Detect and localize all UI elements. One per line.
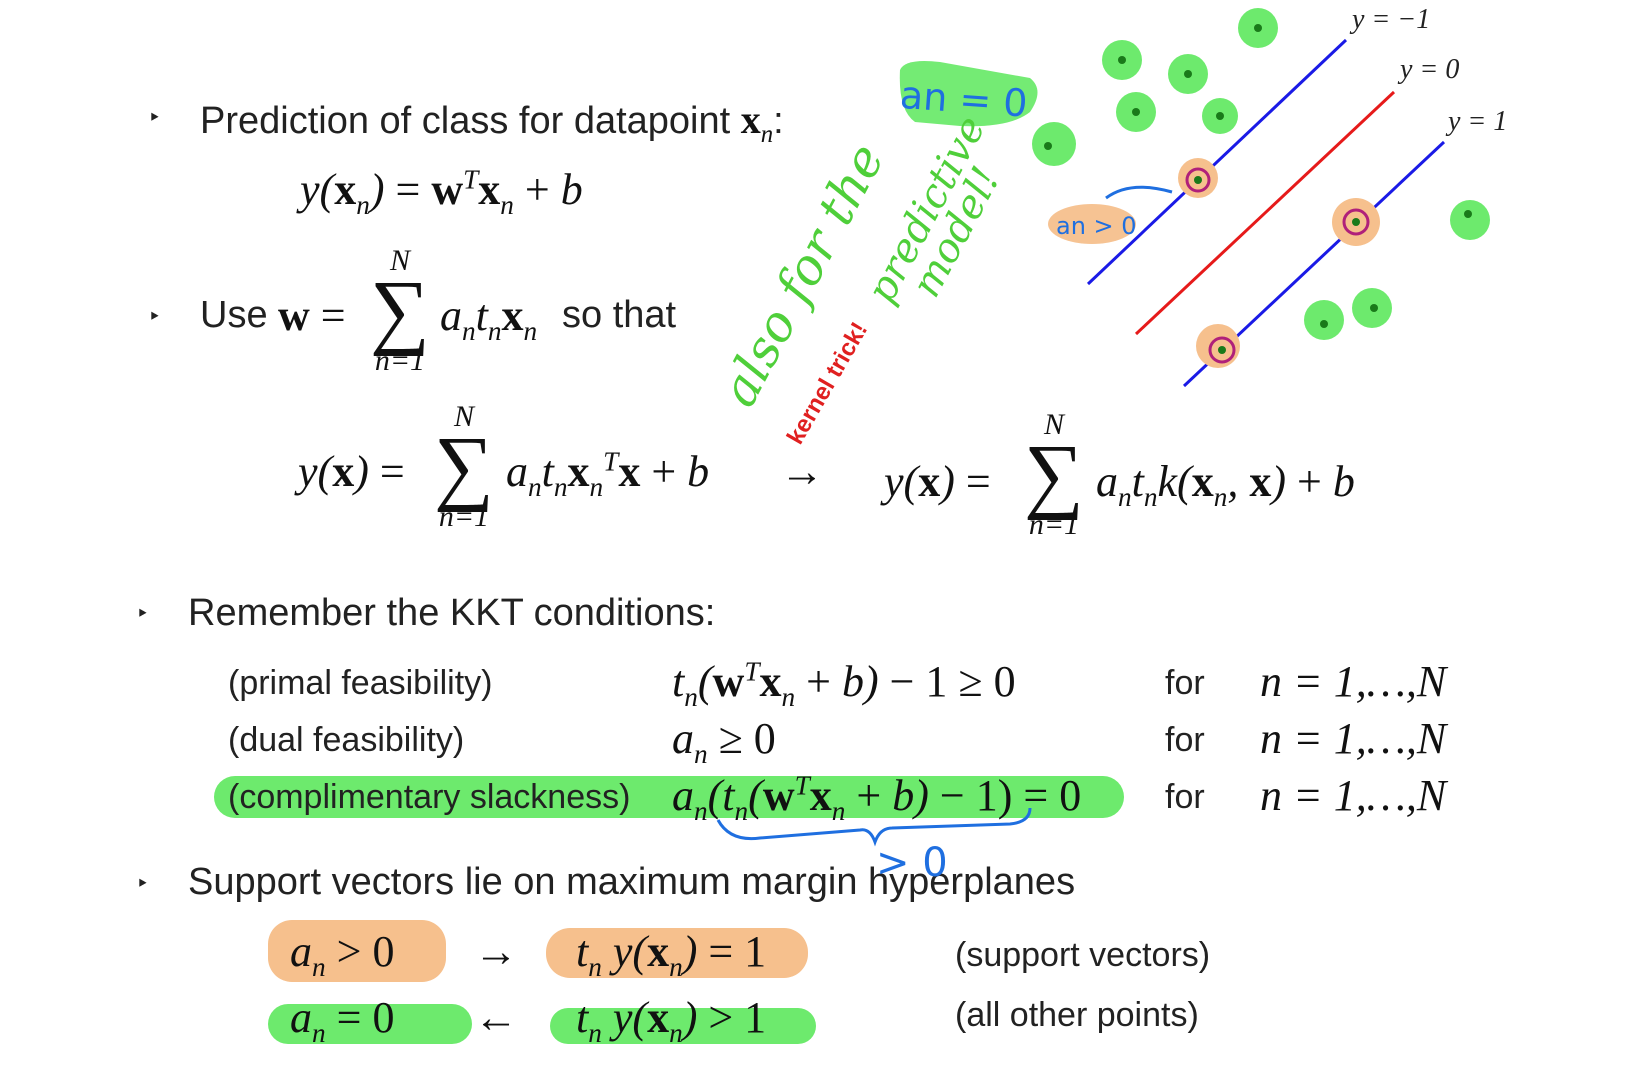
highlight-an-gt0 — [268, 920, 446, 982]
bullet-prediction: Prediction of class for datapoint xn: — [200, 97, 784, 148]
highlight-an-eq0 — [268, 1004, 472, 1044]
primal-equation: tn(wTxn + b) − 1 ≥ 0 — [672, 656, 1016, 712]
dual-equation: an ≥ 0 — [672, 714, 776, 769]
decision-line — [1134, 90, 1396, 336]
for-label: for — [1165, 664, 1205, 702]
margin-line-top — [1086, 38, 1348, 286]
arrow-right: → — [780, 447, 824, 496]
label-y-1: y = 1 — [1445, 106, 1507, 137]
bullet-marker: ‣ — [136, 872, 149, 897]
sum-symbol: N ∑ n=1 — [434, 400, 494, 533]
bullet-marker: ‣ — [148, 106, 161, 131]
highlight-ty-gt1 — [550, 1008, 816, 1044]
range-text: n = 1,…,N — [1260, 657, 1447, 706]
so-that-text: so that — [562, 294, 677, 336]
for-label: for — [1165, 721, 1205, 759]
sum-symbol: N ∑ n=1 — [370, 244, 430, 377]
equation-prediction: y(xn) = wTxn + b — [300, 164, 583, 220]
slackness-equation: an(tn(wTxn + b) − 1) = 0 — [672, 770, 1082, 826]
equation-kernel-rhs: antnk(xn, x) + b — [1096, 457, 1355, 512]
equation-kernel-lhs: y(x) = — [884, 457, 991, 506]
equation-w-sum-terms: antnxn — [440, 291, 538, 346]
highlight-slackness — [214, 776, 1124, 818]
annotation-an-gt0: an > 0 — [1056, 212, 1137, 240]
data-point — [1032, 122, 1076, 166]
sv-label: (support vectors) — [955, 936, 1211, 974]
arrow-right: → — [474, 927, 518, 976]
range-text: n = 1,…,N — [1260, 714, 1447, 763]
dual-label: (dual feasibility) — [228, 721, 465, 759]
kkt-heading: Remember the KKT conditions: — [188, 592, 716, 634]
support-heading: Support vectors lie on maximum margin hy… — [188, 861, 1076, 903]
other-condition-ty: tn y(xn) > 1 — [576, 993, 767, 1048]
sum-symbol: N ∑ n=1 — [1024, 408, 1084, 541]
equation-w-def: w = — [278, 291, 346, 340]
arrow-left: ← — [474, 993, 518, 1042]
label-y-0: y = 0 — [1397, 54, 1459, 85]
bullet-marker: ‣ — [148, 305, 161, 330]
annotation-an-eq0: an = 0 — [899, 73, 1029, 126]
support-vectors — [1178, 158, 1380, 368]
bullet-marker: ‣ — [136, 602, 149, 627]
range-text: n = 1,…,N — [1260, 771, 1447, 820]
slackness-label: (complimentary slackness) — [228, 778, 631, 816]
data-point — [1450, 200, 1490, 240]
sv-condition-an: an > 0 — [290, 927, 395, 982]
equation-dual-prediction-lhs: y(x) = — [298, 447, 405, 496]
bullet-use-w: Use — [200, 294, 268, 336]
for-label: for — [1165, 778, 1205, 816]
other-label: (all other points) — [955, 996, 1199, 1034]
highlight-ty-eq1 — [546, 928, 808, 978]
primal-label: (primal feasibility) — [228, 664, 493, 702]
annotation-gt0: > 0 — [876, 840, 948, 886]
prediction-text: Prediction of class for datapoint — [200, 100, 731, 142]
equation-dual-prediction-rhs: antnxnTx + b — [506, 446, 710, 502]
sv-condition-ty: tn y(xn) = 1 — [576, 927, 767, 982]
other-condition-an: an = 0 — [290, 993, 395, 1048]
label-y-minus1: y = −1 — [1349, 4, 1430, 35]
data-point-centers — [1044, 24, 1472, 328]
